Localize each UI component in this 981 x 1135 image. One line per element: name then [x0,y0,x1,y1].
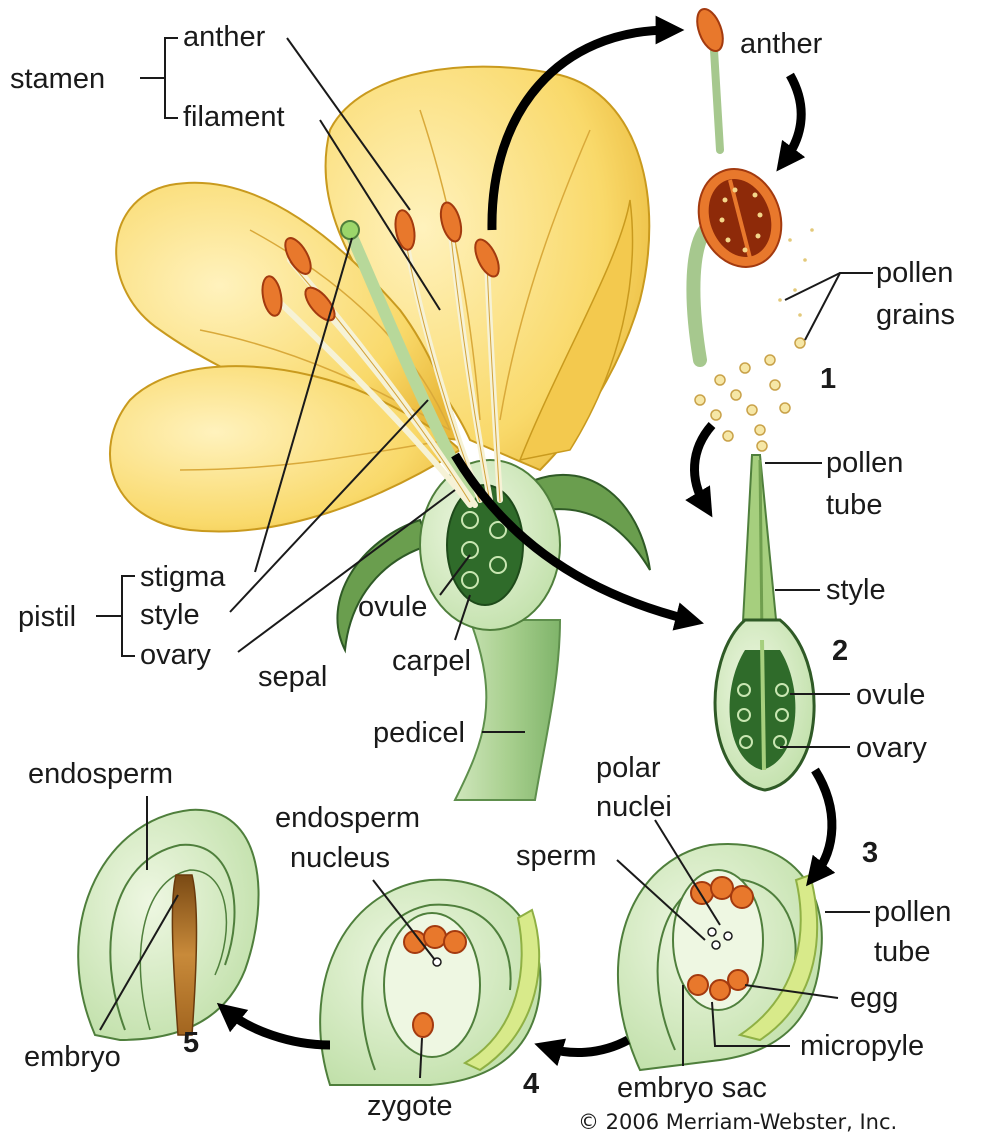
label-carpel: carpel [392,645,471,677]
step-4: 4 [523,1068,539,1100]
stigma-shape [341,221,359,239]
step-5: 5 [183,1027,199,1059]
step-3: 3 [862,837,878,869]
label-pistil: pistil [18,601,76,633]
label-egg: egg [850,982,898,1014]
pollen-grains-shapes [695,338,805,451]
label-anther: anther [183,21,266,53]
step-2: 2 [832,635,848,667]
main-flower [110,67,650,800]
label-endosperm-nucleus-1: endosperm [275,802,420,834]
label-endosperm: endosperm [28,758,173,790]
label-stamen: stamen [10,63,105,95]
label-embryo: embryo [24,1041,121,1073]
label-pollen-tube-1: pollen [826,447,903,479]
label-pollen-tube-b2: tube [874,936,930,968]
label-embryo-sac: embryo sac [617,1072,767,1104]
ovule-step4 [320,880,540,1085]
pistil-detail [715,455,814,790]
label-polar-nuclei-1: polar [596,752,661,784]
label-endosperm-nucleus-2: nucleus [290,842,390,874]
label-pollen-tube-b1: pollen [874,896,951,928]
label-ovule-detail: ovule [856,679,925,711]
ovule-step3 [618,844,822,1070]
seed-step5 [78,810,258,1040]
label-filament: filament [183,101,285,133]
step-1: 1 [820,363,836,395]
label-style: style [140,599,200,631]
label-micropyle: micropyle [800,1030,924,1062]
sepal-shape-left [337,520,430,650]
label-ovary: ovary [140,639,211,671]
label-zygote: zygote [367,1090,452,1122]
label-style-detail: style [826,574,886,606]
anther-detail [685,6,813,451]
label-pedicel: pedicel [373,717,465,749]
copyright-text: © 2006 Merriam-Webster, Inc. [578,1110,897,1134]
label-pollen-grains-1: pollen [876,257,953,289]
label-sepal: sepal [258,661,327,693]
label-ovary-detail: ovary [856,732,927,764]
label-pollen-grains-2: grains [876,299,955,331]
label-pollen-tube-2: tube [826,489,882,521]
label-stigma: stigma [140,561,226,593]
pollen-dust [778,228,814,317]
label-anther-detail: anther [740,28,823,60]
label-sperm: sperm [516,840,597,872]
label-ovule: ovule [358,591,427,623]
label-polar-nuclei-2: nuclei [596,791,672,823]
